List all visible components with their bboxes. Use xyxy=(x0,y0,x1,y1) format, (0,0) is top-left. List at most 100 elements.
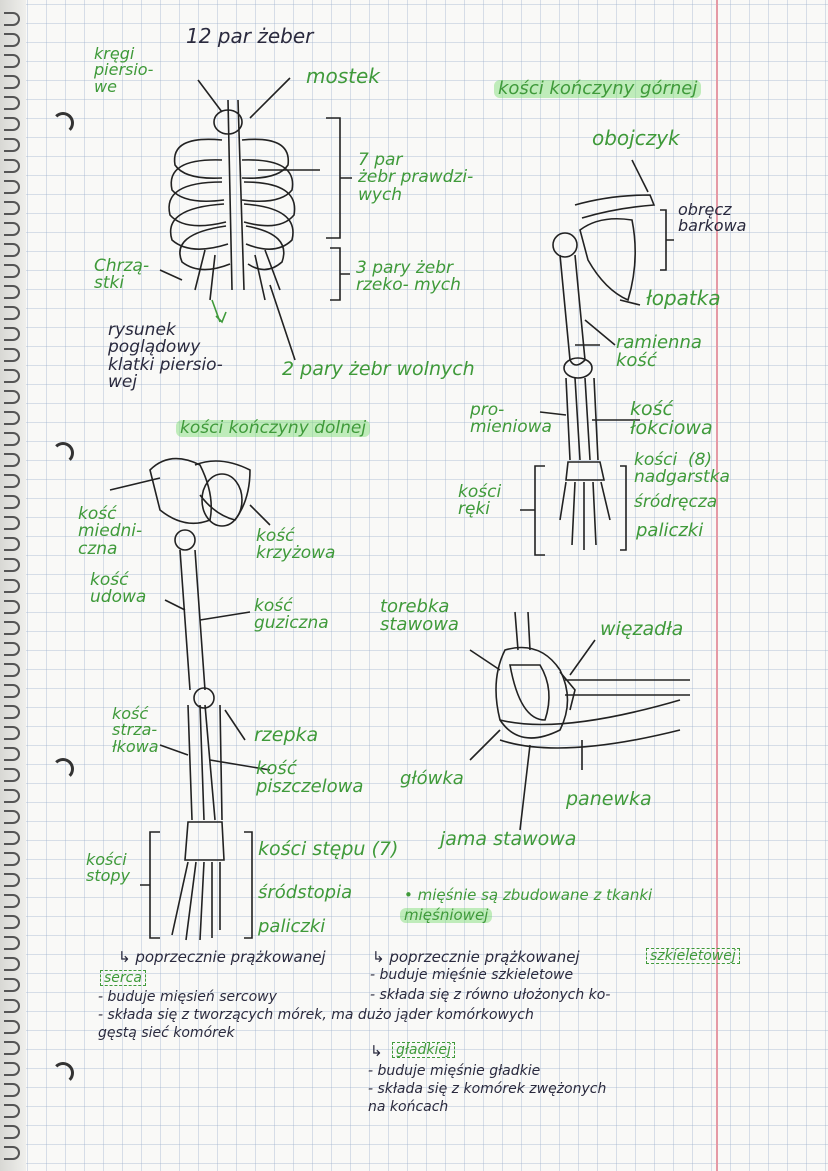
label-rysunek: rysunek poglądowy klatki piersio- wej xyxy=(108,320,223,392)
label-panewka: panewka xyxy=(566,788,652,810)
label-ramienna: ramienna kość xyxy=(616,332,702,372)
label-rzepka: rzepka xyxy=(254,724,319,746)
page-title: 12 par żeber xyxy=(186,24,314,48)
right-line-1: - buduje mięśnie szkieletowe xyxy=(370,967,574,983)
punch-hole xyxy=(52,1062,74,1084)
spiral-ring xyxy=(4,1104,20,1118)
label-srodrecza: śródręcza xyxy=(634,492,718,512)
spiral-ring xyxy=(4,831,20,845)
spiral-ring xyxy=(4,33,20,47)
spiral-ring xyxy=(4,558,20,572)
label-paliczki-reki: paliczki xyxy=(636,520,704,541)
label-strzalkowa: kość strza- łkowa xyxy=(112,704,159,756)
spiral-ring xyxy=(4,999,20,1013)
gladkiej-line-1: - buduje mięśnie gładkie xyxy=(368,1063,541,1079)
spiral-ring xyxy=(4,306,20,320)
label-3-pary: 3 pary żebr rzeko- mych xyxy=(356,258,461,296)
label-udowa: kość udowa xyxy=(90,570,147,608)
spiral-ring xyxy=(4,138,20,152)
spiral-ring xyxy=(4,243,20,257)
label-chrzastki: Chrzą- stki xyxy=(94,256,150,294)
spiral-ring xyxy=(4,117,20,131)
label-krzyzowa: kość krzyżowa xyxy=(256,526,336,564)
spiral-ring xyxy=(4,495,20,509)
spiral-ring xyxy=(4,789,20,803)
muscles-intro2: mięśniowej xyxy=(400,907,493,924)
spiral-ring xyxy=(4,915,20,929)
spiral-ring xyxy=(4,411,20,425)
spiral-ring xyxy=(4,432,20,446)
spiral-ring xyxy=(4,201,20,215)
spiral-ring xyxy=(4,579,20,593)
upper-limb-illustration xyxy=(520,159,674,556)
spiral-ring xyxy=(4,180,20,194)
spiral-ring xyxy=(4,810,20,824)
label-nadgarstka: kości (8) nadgarstka xyxy=(634,450,730,488)
spiral-ring xyxy=(4,600,20,614)
left-line-2: - składa się z tworzących mórek, ma dużo… xyxy=(98,1007,534,1023)
spiral-ring xyxy=(4,75,20,89)
label-srodstopia: śródstopia xyxy=(258,882,353,903)
spiral-ring xyxy=(4,1041,20,1055)
spiral-ring xyxy=(4,1083,20,1097)
label-serca: serca xyxy=(100,970,146,987)
label-kosci-reki: kości ręki xyxy=(458,482,502,520)
spiral-ring xyxy=(4,768,20,782)
spiral-ring xyxy=(4,453,20,467)
margin-line xyxy=(716,0,718,1171)
spiral-ring xyxy=(4,1020,20,1034)
spiral-ring xyxy=(4,684,20,698)
spiral-ring xyxy=(4,264,20,278)
label-torebka: torebka stawowa xyxy=(380,596,459,636)
punch-hole xyxy=(52,112,74,134)
spiral-ring xyxy=(4,978,20,992)
spiral-ring xyxy=(4,390,20,404)
punch-hole xyxy=(52,758,74,780)
left-head: ↳ poprzecznie prążkowanej xyxy=(118,948,326,966)
label-guziczna: kość guziczna xyxy=(254,596,329,634)
gladkiej-line-3: na końcach xyxy=(368,1099,449,1115)
label-stepu: kości stępu (7) xyxy=(258,838,399,860)
right-head: ↳ poprzecznie prążkowanej xyxy=(372,948,580,966)
spiral-ring xyxy=(4,957,20,971)
spiral-ring xyxy=(4,54,20,68)
spiral-ring xyxy=(4,726,20,740)
spiral-ring xyxy=(4,705,20,719)
label-obojczyk: obojczyk xyxy=(592,126,680,150)
label-miedniczna: kość miedni- czna xyxy=(78,504,143,559)
label-kregi: kręgi piersio- we xyxy=(94,44,154,96)
spiral-ring xyxy=(4,747,20,761)
spiral-ring xyxy=(4,159,20,173)
label-paliczki-stopy: paliczki xyxy=(258,916,326,937)
left-line-1: - buduje mięsień sercowy xyxy=(98,989,277,1005)
label-jama: jama stawowa xyxy=(440,828,577,850)
spiral-ring xyxy=(4,537,20,551)
label-mostek: mostek xyxy=(306,64,380,88)
gladkiej-arrow: ↳ xyxy=(370,1042,383,1060)
spiral-ring xyxy=(4,369,20,383)
heading-lower-limb: kości kończyny dolnej xyxy=(176,419,371,438)
label-szkieletowej: szkieletowej xyxy=(646,948,740,965)
spiral-ring xyxy=(4,285,20,299)
spiral-ring xyxy=(4,936,20,950)
label-glowka: główka xyxy=(400,768,464,789)
spiral-ring xyxy=(4,327,20,341)
punch-hole xyxy=(52,442,74,464)
lower-limb-illustration xyxy=(109,457,271,941)
spiral-ring xyxy=(4,348,20,362)
spiral-ring xyxy=(4,516,20,530)
heading-upper-limb: kości kończyny górnej xyxy=(494,79,702,99)
label-wiezadla: więzadła xyxy=(600,618,684,640)
spiral-ring xyxy=(4,96,20,110)
label-2-pary: 2 pary żebr wolnych xyxy=(282,358,475,380)
spiral-ring xyxy=(4,222,20,236)
spiral-ring xyxy=(4,663,20,677)
spiral-ring xyxy=(4,474,20,488)
label-lopatka: łopatka xyxy=(646,286,721,310)
label-kosci-stopy: kości stopy xyxy=(86,850,131,886)
spiral-ring xyxy=(4,642,20,656)
spiral-ring xyxy=(4,1062,20,1076)
spiral-ring xyxy=(4,1125,20,1139)
